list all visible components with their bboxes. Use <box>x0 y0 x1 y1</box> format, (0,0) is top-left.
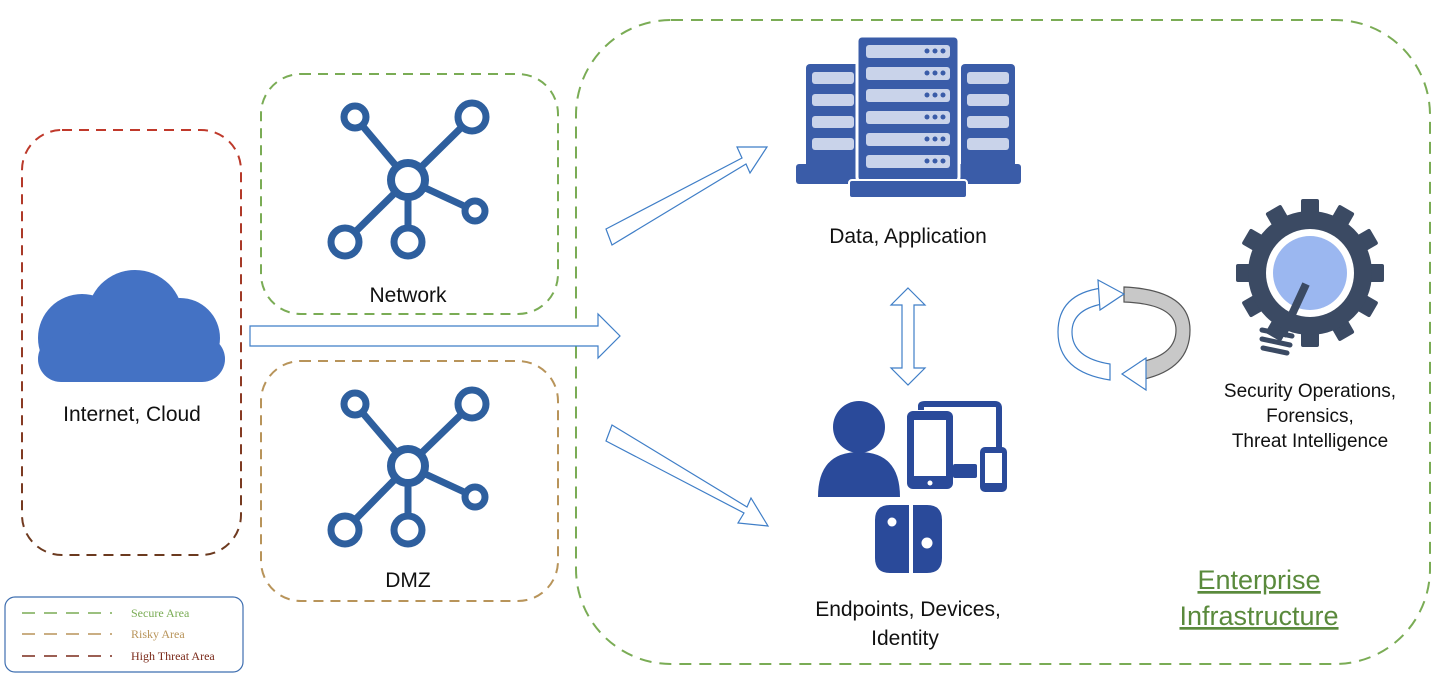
network-hub-icon <box>327 99 490 260</box>
bidirectional-arrow <box>889 287 927 386</box>
arrow-to-data-application <box>605 146 769 246</box>
security-gear-icon <box>1236 199 1384 356</box>
legend: Secure Area Risky Area High Threat Area <box>4 596 244 673</box>
legend-high-threat-area: High Threat Area <box>131 649 215 663</box>
endpoints-devices-icon <box>818 401 1007 573</box>
security-ops-label-line1: Security Operations, <box>1224 381 1396 402</box>
endpoints-label-line2: Identity <box>871 627 939 650</box>
dmz-label: DMZ <box>385 569 431 592</box>
network-zone-boundary <box>260 73 559 315</box>
cloud-icon <box>38 270 225 382</box>
arrow-to-enterprise <box>249 312 621 360</box>
cycle-refresh-icon <box>1057 278 1191 392</box>
endpoints-label-line1: Endpoints, Devices, <box>815 598 1001 621</box>
internet-cloud-label: Internet, Cloud <box>63 403 201 426</box>
arrow-to-endpoints <box>605 424 770 527</box>
enterprise-title-line2: Infrastructure <box>1179 601 1338 631</box>
legend-secure-area: Secure Area <box>131 606 190 620</box>
security-ops-label-line3: Threat Intelligence <box>1232 431 1388 452</box>
enterprise-title-line1: Enterprise <box>1197 565 1320 595</box>
enterprise-zone-boundary <box>575 19 1431 665</box>
dmz-zone-boundary <box>260 360 559 602</box>
legend-risky-area: Risky Area <box>131 627 185 641</box>
internet-zone-boundary <box>21 129 242 556</box>
server-rack-icon <box>796 34 1021 199</box>
dmz-hub-icon <box>327 386 490 548</box>
security-ops-label-line2: Forensics, <box>1266 406 1354 427</box>
network-label: Network <box>369 284 447 307</box>
data-application-label: Data, Application <box>829 225 987 248</box>
